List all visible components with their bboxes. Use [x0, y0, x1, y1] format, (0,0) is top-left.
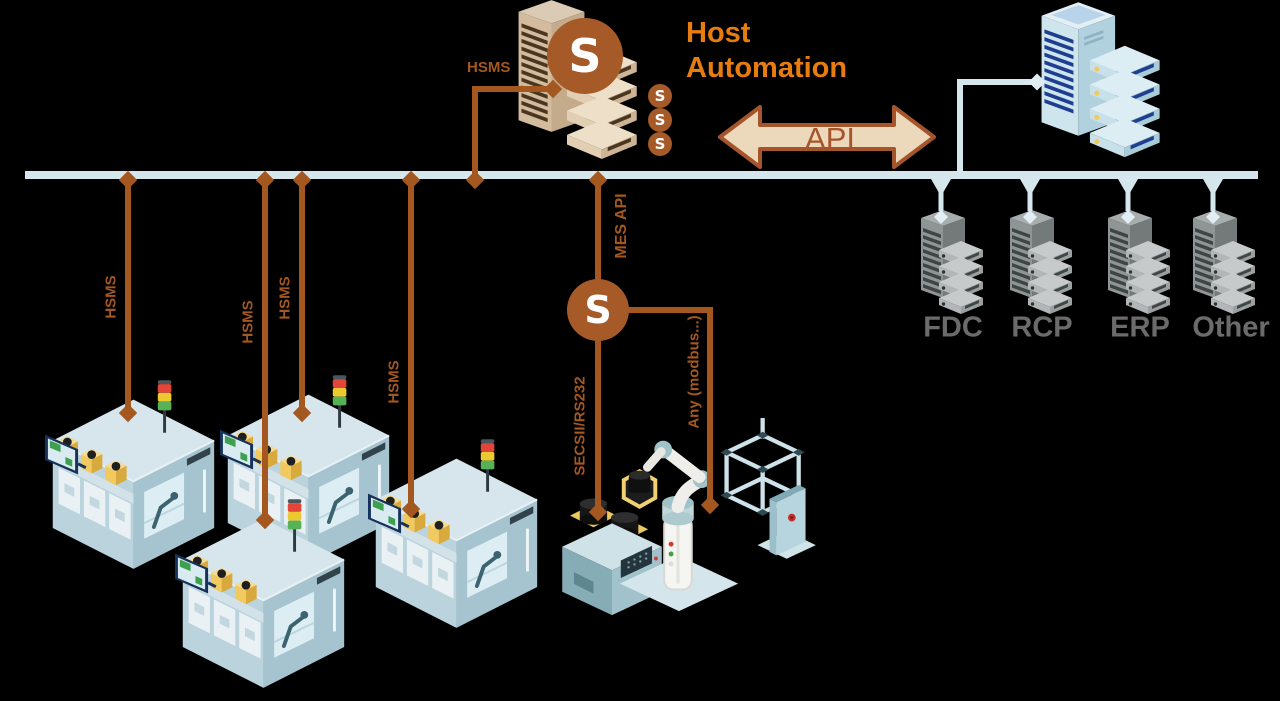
any-modbus-label: Any (modbus...) — [685, 315, 703, 429]
hsms-label-1: HSMS — [102, 275, 120, 319]
api-server-link-horizontal — [957, 79, 1033, 85]
s-logo-host: S — [547, 18, 623, 94]
hsms-link-3 — [299, 180, 305, 408]
s-logo-small-1: S — [648, 84, 672, 108]
host-hsms-link-vertical — [472, 86, 478, 178]
mes-api-label: MES API — [613, 193, 630, 259]
s-logo-small-3: S — [648, 132, 672, 156]
bus-drop-rcp — [1020, 179, 1040, 224]
host-automation-title: Host Automation — [686, 17, 848, 85]
secs-label: SECSII/RS232 — [571, 376, 589, 476]
storage-rack-frame — [718, 405, 821, 595]
mes-api-link — [595, 180, 601, 280]
other-label: Other — [1192, 311, 1270, 344]
hsms-label-4: HSMS — [385, 360, 403, 404]
bus-drop-fdc — [931, 179, 951, 224]
s-logo-letter: S — [568, 29, 602, 83]
api-server — [1028, 0, 1178, 170]
network-bus — [25, 171, 1258, 179]
api-server-link-vertical — [957, 80, 963, 172]
host-hsms-link-horizontal — [472, 86, 548, 92]
rcp-label: RCP — [1011, 311, 1073, 344]
any-link-horizontal — [627, 307, 713, 313]
fab-equipment-4 — [368, 437, 543, 632]
fdc-label: FDC — [923, 311, 983, 344]
s-logo-small-2: S — [648, 108, 672, 132]
bus-drop-other — [1203, 179, 1223, 224]
s-logo-mes-node: S — [567, 279, 629, 341]
hsms-link-2 — [262, 180, 268, 516]
host-hsms-label: HSMS — [467, 59, 511, 76]
any-link-vertical — [707, 307, 713, 500]
api-arrow — [718, 105, 936, 169]
api-label: API — [805, 121, 855, 156]
bus-drop-erp — [1118, 179, 1138, 224]
hsms-label-2: HSMS — [239, 300, 257, 344]
hsms-link-1 — [125, 180, 131, 410]
erp-label: ERP — [1110, 311, 1170, 344]
hsms-link-4 — [408, 180, 414, 504]
secs-link — [595, 340, 601, 508]
hsms-label-3: HSMS — [276, 276, 294, 320]
